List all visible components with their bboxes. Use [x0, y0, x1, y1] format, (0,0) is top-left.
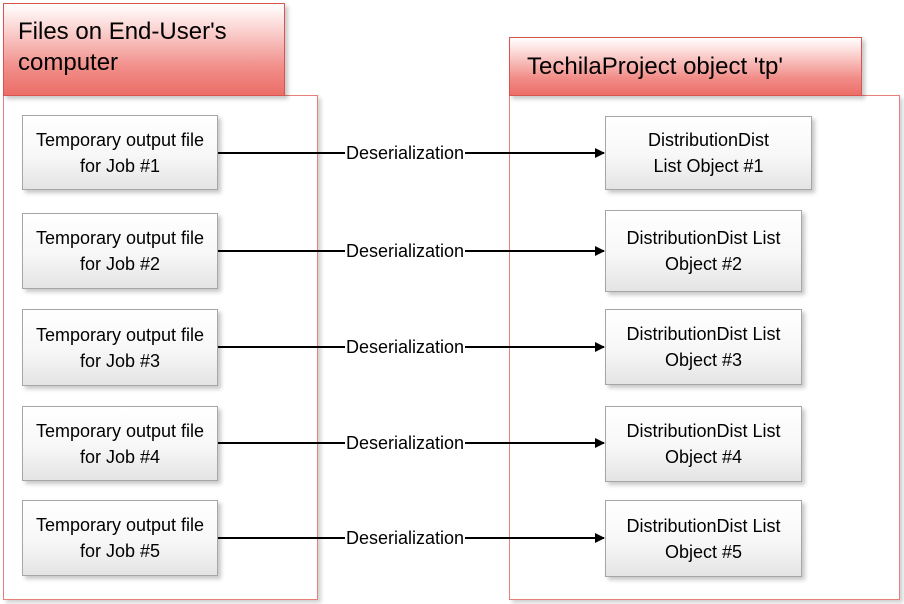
edge-label: Deserialization — [345, 142, 466, 164]
target-object-label: DistributionDist List Object #2 — [626, 228, 781, 274]
techila-project-title: TechilaProject object 'tp' — [527, 53, 783, 80]
techila-project-header: TechilaProject object 'tp' — [509, 37, 862, 96]
edge-label: Deserialization — [345, 336, 466, 358]
source-file-label: Temporary output file for Job #3 — [35, 324, 205, 371]
target-object-node: DistributionDist List Object #1 — [605, 116, 812, 190]
source-file-label: Temporary output file for Job #4 — [35, 420, 205, 467]
target-object-label: DistributionDist List Object #1 — [647, 130, 770, 176]
source-file-label: Temporary output file for Job #1 — [35, 129, 205, 176]
source-file-label: Temporary output file for Job #5 — [35, 515, 205, 561]
target-object-node: DistributionDist List Object #3 — [605, 309, 802, 385]
source-file-node: Temporary output file for Job #2 — [22, 213, 218, 289]
end-user-files-header: Files on End-User's computer — [3, 3, 285, 96]
source-file-node: Temporary output file for Job #4 — [22, 406, 218, 481]
target-object-node: DistributionDist List Object #4 — [605, 406, 802, 482]
edge-label: Deserialization — [345, 527, 466, 549]
end-user-files-title: Files on End-User's computer — [18, 18, 227, 76]
edge-label: Deserialization — [345, 240, 466, 262]
source-file-node: Temporary output file for Job #5 — [22, 500, 218, 576]
target-object-node: DistributionDist List Object #5 — [605, 500, 802, 577]
target-object-label: DistributionDist List Object #5 — [626, 515, 781, 562]
source-file-node: Temporary output file for Job #1 — [22, 115, 218, 190]
target-object-label: DistributionDist List Object #4 — [626, 421, 781, 467]
target-object-label: DistributionDist List Object #3 — [626, 324, 781, 370]
edge-label: Deserialization — [345, 432, 466, 454]
target-object-node: DistributionDist List Object #2 — [605, 210, 802, 292]
source-file-label: Temporary output file for Job #2 — [35, 228, 205, 274]
source-file-node: Temporary output file for Job #3 — [22, 309, 218, 386]
